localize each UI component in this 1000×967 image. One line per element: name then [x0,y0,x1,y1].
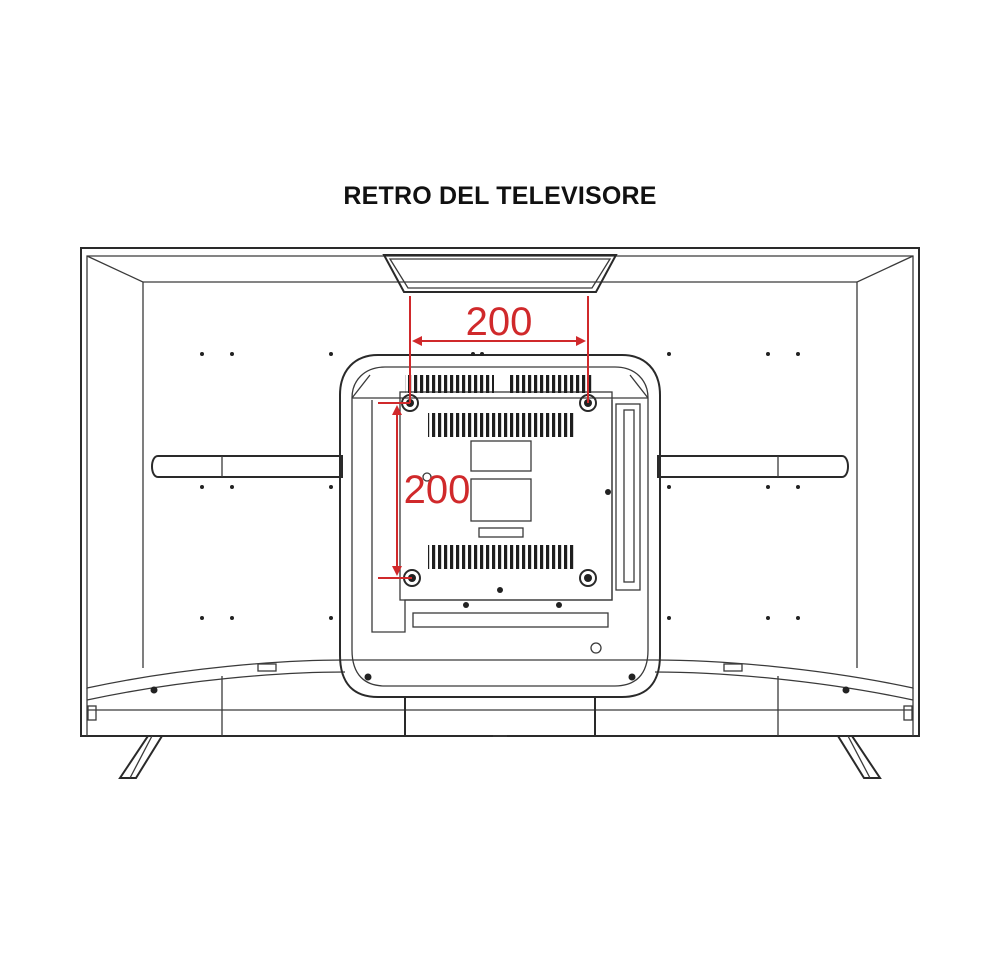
dimension-vertical-label: 200 [404,468,471,512]
vesa-hole-bottom-right [579,569,597,587]
side-bars [151,455,849,478]
vent-lower [428,545,574,569]
dimension-horizontal [409,296,589,403]
side-ports [87,663,913,737]
vent-upper [428,413,574,437]
stand-feet [118,735,882,779]
panel-screw-dots [150,352,850,694]
diagram-title: RETRO DEL TELEVISORE [343,182,657,210]
top-cover [382,254,618,293]
vent-top-left [405,375,494,393]
dimension-vertical [378,402,412,579]
central-module [339,354,661,736]
vent-top-right [508,375,594,393]
dimension-horizontal-label: 200 [466,300,533,344]
